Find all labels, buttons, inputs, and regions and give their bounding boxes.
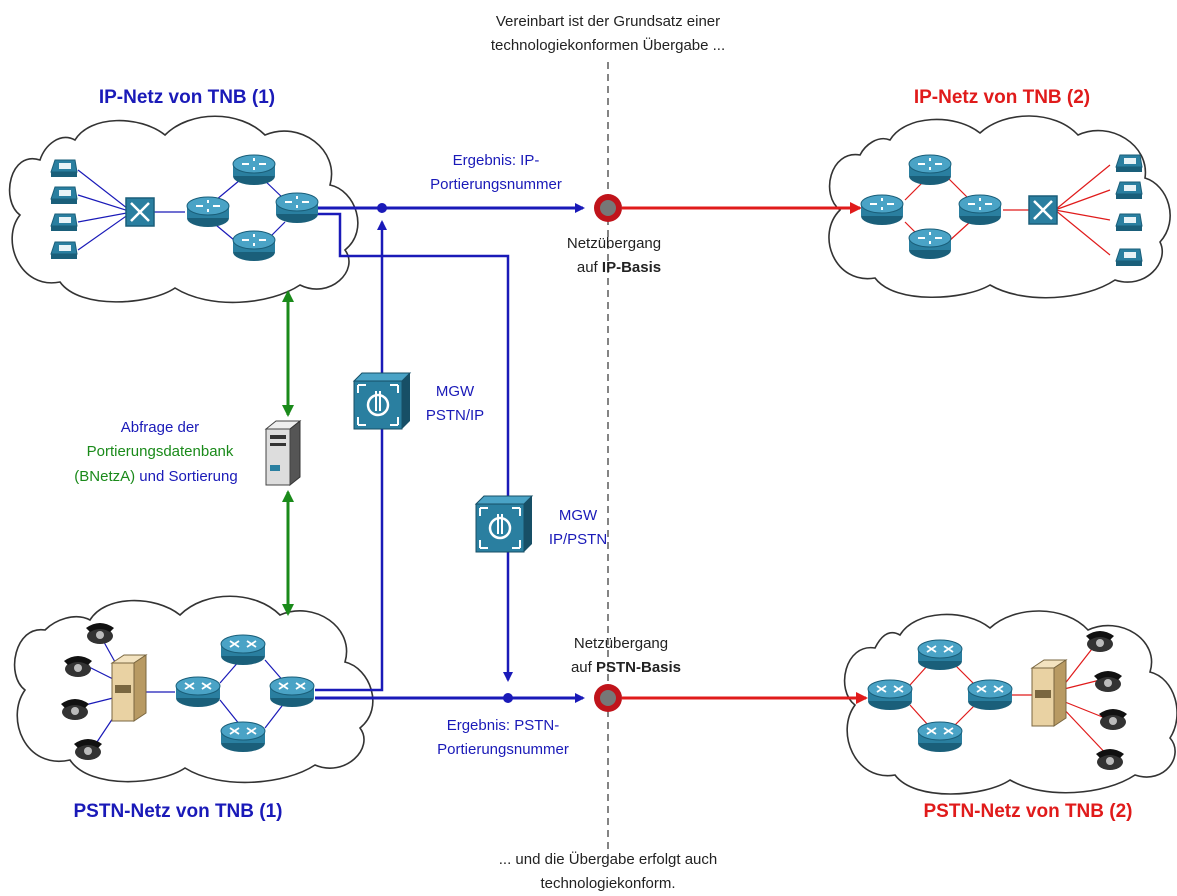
pbx-icon [111, 654, 147, 722]
database-server-icon [265, 420, 301, 486]
pbx-icon [1031, 659, 1067, 727]
query-label-line1: Abfrage der [121, 419, 199, 436]
query-label-line3: (BNetzA) und Sortierung [74, 468, 237, 485]
top-note-line2: technologiekonformen Übergabe ... [491, 36, 725, 54]
title-pstn-net-1: PSTN-Netz von TNB (1) [74, 801, 283, 822]
top-note-line1: Vereinbart ist der Grundsatz einer [496, 13, 720, 30]
pstn-gateway-label-line1: Netzübergang [574, 635, 668, 652]
pstn-junction [503, 693, 513, 703]
ip-junction [377, 203, 387, 213]
title-ip-net-2: IP-Netz von TNB (2) [914, 87, 1090, 108]
ip-gateway-label-line2: auf IP-Basis [577, 259, 661, 276]
mgw-pstn-ip-label-line1: MGW [436, 383, 475, 400]
result-pstn-line2: Portierungsnummer [437, 741, 569, 758]
result-ip-line2: Portierungsnummer [430, 176, 562, 193]
pstn-gateway-label-line2: auf PSTN-Basis [571, 659, 681, 676]
result-ip-line1: Ergebnis: IP- [453, 152, 540, 169]
bottom-note-line2: technologiekonform. [540, 875, 675, 892]
mgw-ip-pstn-icon [474, 494, 534, 554]
switch-icon [1027, 194, 1059, 226]
query-label-line2: Portierungsdatenbank [87, 443, 234, 460]
mgw-pstn-ip-icon [352, 371, 412, 431]
ip-gateway-label-line1: Netzübergang [567, 235, 661, 252]
mgw-ip-pstn-label-line2: IP/PSTN [549, 531, 607, 548]
pstn-gateway-point [594, 684, 622, 712]
ip-to-pstn-line [315, 212, 513, 682]
ip-gateway-point [594, 194, 622, 222]
mgw-ip-pstn-label-line1: MGW [559, 507, 598, 524]
switch-icon [124, 196, 156, 228]
bottom-note-line1: ... und die Übergabe erfolgt auch [499, 850, 717, 868]
title-ip-net-1: IP-Netz von TNB (1) [99, 87, 275, 108]
title-pstn-net-2: PSTN-Netz von TNB (2) [924, 801, 1133, 822]
result-pstn-line1: Ergebnis: PSTN- [447, 717, 560, 734]
mgw-pstn-ip-label-line2: PSTN/IP [426, 407, 484, 424]
